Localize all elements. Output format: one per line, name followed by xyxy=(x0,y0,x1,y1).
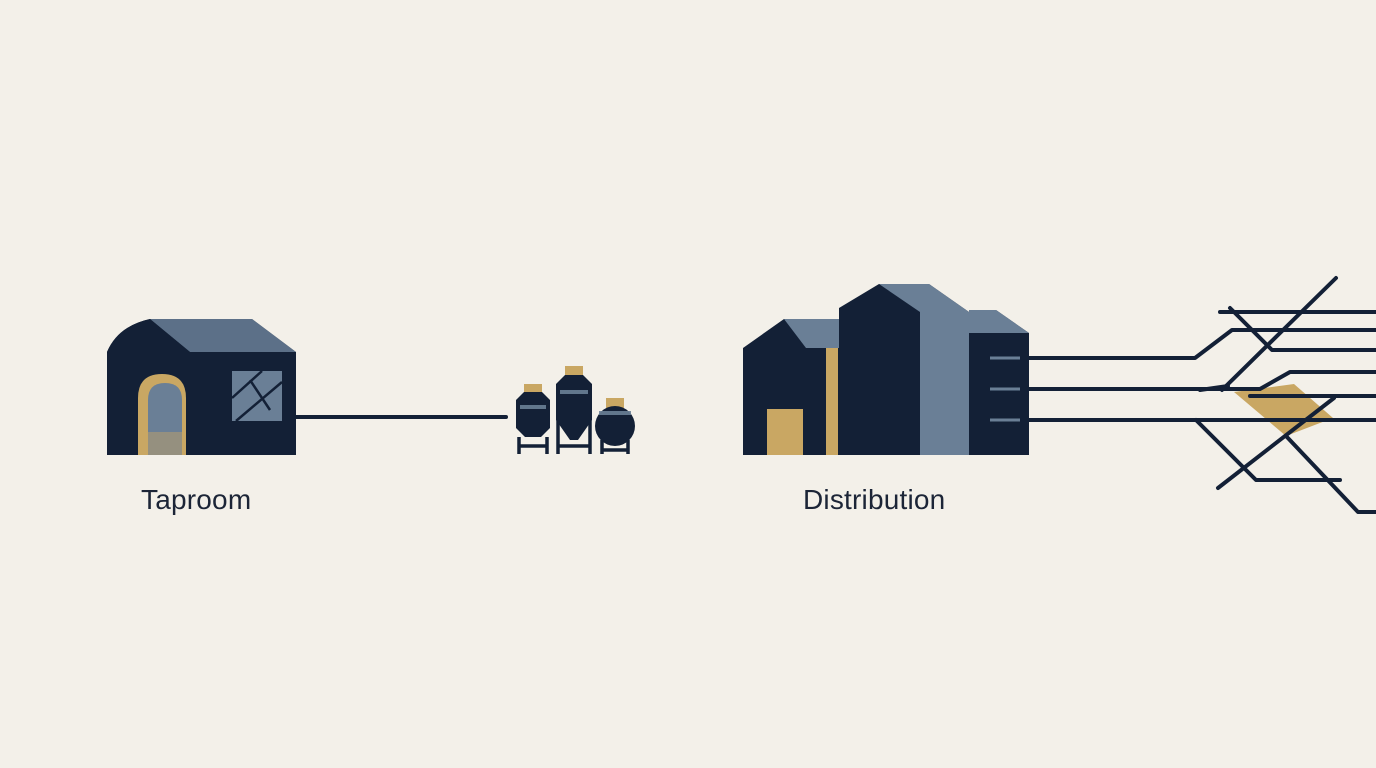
distribution-warehouse-icon xyxy=(743,284,1029,455)
distribution-network-lines-icon xyxy=(1027,276,1376,514)
taproom-label: Taproom xyxy=(141,484,252,515)
distribution-label: Distribution xyxy=(803,484,946,515)
fermentation-tanks-icon xyxy=(516,366,635,454)
taproom-barn-icon xyxy=(107,319,296,455)
